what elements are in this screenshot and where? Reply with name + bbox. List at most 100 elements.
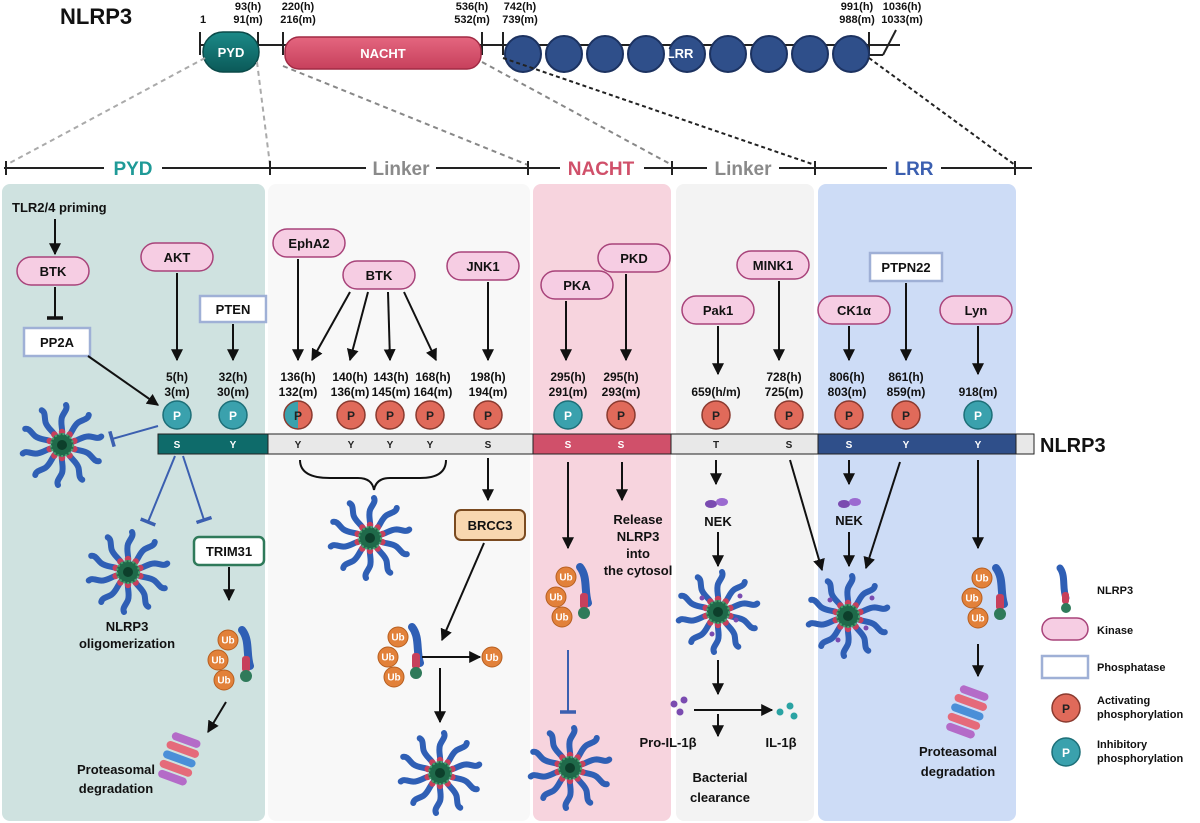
oligomerization-label-2: oligomerization (79, 636, 175, 651)
bar-label: NLRP3 (1040, 435, 1106, 457)
pro-il1b-label: Pro-IL-1β (639, 735, 696, 750)
svg-text:Kinase: Kinase (1097, 625, 1133, 637)
svg-text:P: P (347, 409, 355, 423)
svg-text:MINK1: MINK1 (753, 258, 793, 273)
il1b-label: IL-1β (765, 735, 796, 750)
phosphatase-pten: PTEN (198, 294, 268, 324)
svg-text:Lyn: Lyn (965, 303, 988, 318)
svg-text:220(h): 220(h) (282, 1, 315, 13)
svg-text:P: P (294, 409, 302, 423)
kinase-epha2: EphA2 (272, 228, 346, 258)
svg-text:532(m): 532(m) (454, 14, 490, 26)
svg-text:Ub: Ub (485, 653, 498, 664)
svg-text:PP2A: PP2A (40, 335, 75, 350)
svg-text:PYD: PYD (218, 45, 245, 60)
svg-text:742(h): 742(h) (504, 1, 537, 13)
btk-sites-bracket (299, 459, 447, 491)
svg-text:PTEN: PTEN (216, 302, 251, 317)
svg-text:EphA2: EphA2 (288, 236, 329, 251)
domain-bar: PYD NACHT LRR 1 93(h) 91(m) 220(h) 216(m… (199, 1, 923, 73)
svg-text:216(m): 216(m) (280, 14, 316, 26)
svg-text:Y: Y (230, 440, 237, 451)
svg-text:P: P (484, 409, 492, 423)
svg-text:P: P (426, 409, 434, 423)
svg-text:P: P (173, 409, 181, 423)
phospho-activating-s295b: P (606, 400, 636, 430)
svg-text:1033(m): 1033(m) (881, 14, 923, 26)
kinase-ck1a: CK1α (817, 295, 891, 325)
trim31-box: TRIM31 (192, 535, 266, 567)
legend-activating: P Activating phosphorylation (1051, 693, 1183, 723)
svg-text:BTK: BTK (366, 268, 393, 283)
svg-text:T: T (713, 440, 719, 451)
svg-text:Release: Release (613, 512, 662, 527)
svg-text:30(m): 30(m) (217, 385, 249, 399)
svg-text:728(h): 728(h) (766, 370, 801, 384)
svg-text:145(m): 145(m) (372, 385, 411, 399)
svg-text:PYD: PYD (113, 159, 152, 180)
svg-text:Phosphatase: Phosphatase (1097, 662, 1165, 674)
phospho-inhibitory-s5: P (162, 400, 192, 430)
svg-text:536(h): 536(h) (456, 1, 489, 13)
kinase-lyn: Lyn (939, 295, 1013, 325)
region-labels: PYD Linker NACHT Linker LRR (104, 156, 941, 180)
domain-positions: 1 93(h) 91(m) 220(h) 216(m) 536(h) 532(m… (200, 1, 923, 26)
phospho-sites: P P P P P P P P P P P P P P (162, 400, 993, 430)
bacterial-label-1: Bacterial (693, 770, 748, 785)
svg-text:CK1α: CK1α (837, 303, 871, 318)
svg-text:NLRP3: NLRP3 (1097, 585, 1133, 597)
svg-text:P: P (974, 409, 982, 423)
svg-text:132(m): 132(m) (279, 385, 318, 399)
svg-text:198(h): 198(h) (470, 370, 505, 384)
proteasomal-label-1: Proteasomal (77, 762, 155, 777)
svg-text:725(m): 725(m) (765, 385, 804, 399)
kinase-btk-linker: BTK (342, 260, 416, 290)
brcc3-box: BRCC3 (454, 509, 526, 541)
svg-text:861(h): 861(h) (888, 370, 923, 384)
svg-text:PKA: PKA (563, 278, 591, 293)
svg-text:P: P (617, 409, 625, 423)
nek-label-linker: NEK (704, 514, 732, 529)
svg-text:194(m): 194(m) (469, 385, 508, 399)
il1b-icon (776, 702, 798, 720)
pyd-domain: PYD (202, 31, 260, 73)
svg-text:295(h): 295(h) (603, 370, 638, 384)
phospho-activating-t659: P (701, 400, 731, 430)
svg-text:136(h): 136(h) (280, 370, 315, 384)
svg-text:806(h): 806(h) (829, 370, 864, 384)
svg-text:803(m): 803(m) (828, 385, 867, 399)
legend-kinase: Kinase (1041, 617, 1133, 641)
proteasomal-lrr-label-1: Proteasomal (919, 744, 997, 759)
svg-text:phosphorylation: phosphorylation (1097, 753, 1183, 765)
svg-text:1: 1 (200, 14, 206, 26)
svg-text:S: S (618, 440, 625, 451)
svg-text:164(m): 164(m) (414, 385, 453, 399)
svg-text:143(h): 143(h) (373, 370, 408, 384)
phosphatase-ptpn22: PTPN22 (868, 251, 944, 283)
svg-text:S: S (565, 440, 572, 451)
svg-text:859(m): 859(m) (887, 385, 926, 399)
residue-letters: S Y Y Y Y Y S S S T S S Y Y (174, 440, 982, 451)
phospho-inhibitory-y918: P (963, 400, 993, 430)
kinase-mink1: MINK1 (736, 250, 810, 280)
svg-text:Pak1: Pak1 (703, 303, 733, 318)
svg-text:136(m): 136(m) (331, 385, 370, 399)
svg-text:Y: Y (903, 440, 910, 451)
phospho-activating-s728: P (774, 400, 804, 430)
svg-text:Linker: Linker (714, 159, 772, 180)
svg-text:S: S (485, 440, 492, 451)
svg-text:Y: Y (975, 440, 982, 451)
svg-text:Activating: Activating (1097, 695, 1150, 707)
svg-text:PTPN22: PTPN22 (881, 260, 930, 275)
svg-text:P: P (902, 409, 910, 423)
svg-text:phosphorylation: phosphorylation (1097, 709, 1183, 721)
svg-text:NACHT: NACHT (568, 159, 635, 180)
svg-text:5(h): 5(h) (166, 370, 188, 384)
svg-text:739(m): 739(m) (502, 14, 538, 26)
svg-text:P: P (845, 409, 853, 423)
legend: NLRP3 Kinase Phosphatase P Activating ph… (1040, 564, 1183, 767)
legend-nlrp3: NLRP3 (1056, 564, 1133, 613)
svg-text:93(h): 93(h) (235, 1, 262, 13)
phospho-activating-y168: P (415, 400, 445, 430)
svg-text:1036(h): 1036(h) (883, 1, 922, 13)
